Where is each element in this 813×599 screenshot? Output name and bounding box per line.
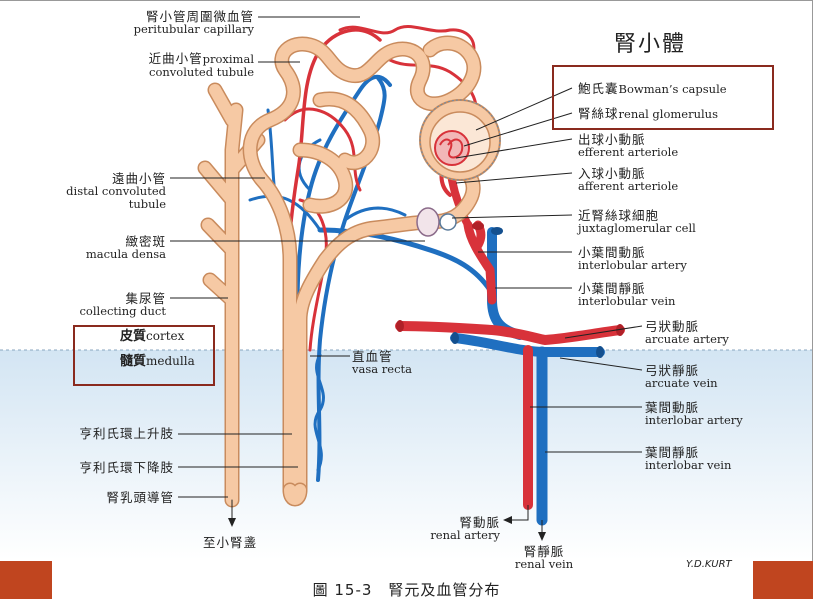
label-glomerulus: 腎絲球renal glomerulus [578, 106, 718, 121]
footer-bar-left [0, 561, 52, 599]
label-minor-calyx: 至小腎盞 [203, 535, 258, 550]
label-cortex: 皮質cortex [120, 329, 185, 344]
leader-lines [170, 16, 643, 498]
label-ascending-limb: 亨利氏環上升肢 [79, 426, 174, 441]
figure-caption: 圖 15-3 腎元及血管分布 [312, 581, 501, 599]
renal-corpuscle [419, 99, 501, 181]
label-descending-limb: 亨利氏環下降肢 [79, 460, 174, 475]
diagram-heading: 腎小體 [614, 32, 687, 57]
highlight-frame-corpuscle [552, 65, 774, 130]
macula-densa-cells [416, 207, 440, 237]
juxtaglomerular-cells [439, 213, 457, 231]
footer-bar-right [753, 561, 813, 599]
nephron-tubule [242, 35, 482, 507]
cortex-region [0, 0, 813, 350]
collecting-duct [197, 82, 266, 527]
artist-signature: Y.D.KURT [686, 559, 732, 570]
label-papillary-duct: 腎乳頭導管 [106, 490, 174, 505]
highlight-frame-zones [73, 325, 215, 386]
label-bowmans-capsule: 鮑氏囊Bowman’s capsule [578, 81, 727, 96]
label-medulla: 髓質medulla [120, 354, 195, 369]
